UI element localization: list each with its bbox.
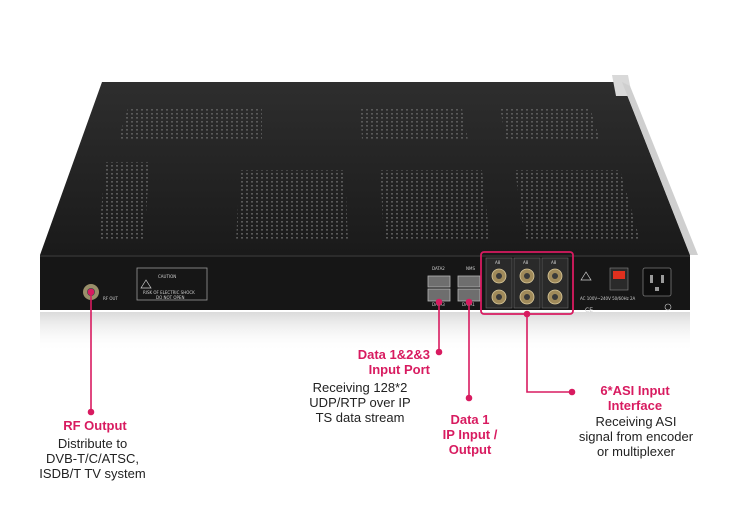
vent-grille	[380, 170, 490, 240]
vent-grille	[236, 170, 348, 240]
power-socket	[642, 267, 672, 297]
caution-line2: DO NOT OPEN	[156, 295, 184, 300]
power-label: AC 100V~240V 50/60Hz 2A	[580, 296, 636, 301]
vent-grille	[500, 108, 600, 140]
rear-panel	[40, 255, 690, 310]
ground-icon	[664, 303, 672, 311]
caution-line1: RISK OF ELECTRIC SHOCK	[143, 290, 195, 295]
ce-mark-icon: CE	[585, 307, 593, 314]
caution-label: CAUTION	[158, 274, 176, 279]
rf-output-description: Distribute to DVB-T/C/ATSC, ISDB/T TV sy…	[39, 436, 146, 481]
caution-sticker	[136, 267, 208, 301]
ethernet-port-nms	[457, 275, 481, 288]
warning-icon	[580, 271, 592, 281]
vent-grille	[360, 108, 468, 140]
asi-connector-group: A8 A8 A8	[485, 257, 569, 309]
asi-input-leader	[526, 314, 572, 393]
asi-input-description: Receiving ASI signal from encoder or mul…	[578, 414, 694, 459]
ethernet-port-data2	[427, 275, 451, 288]
asi-label-2: A8	[523, 260, 529, 265]
vent-grille	[515, 170, 640, 240]
data-input-description: Receiving 128*2 UDP/RTP over IP TS data …	[309, 380, 411, 425]
warning-icon	[140, 279, 152, 289]
data-input-title: Data 1&2&3 Input Port	[357, 347, 430, 377]
asi-input-title: 6*ASI Input Interface	[600, 383, 670, 413]
device-right-side	[622, 82, 698, 255]
device-reflection	[40, 312, 690, 352]
rf-output-title: RF Output	[63, 418, 127, 433]
rf-port-label: RF OUT	[103, 296, 118, 301]
port-data2-label: DATA2	[432, 266, 445, 271]
ip-input-title: Data 1 IP Input / Output	[442, 412, 498, 457]
asi-label-3: A8	[551, 260, 557, 265]
vent-grille	[118, 108, 262, 140]
vent-grille	[98, 162, 150, 240]
port-nms-label: NMS	[466, 266, 475, 271]
asi-label-1: A8	[495, 260, 501, 265]
